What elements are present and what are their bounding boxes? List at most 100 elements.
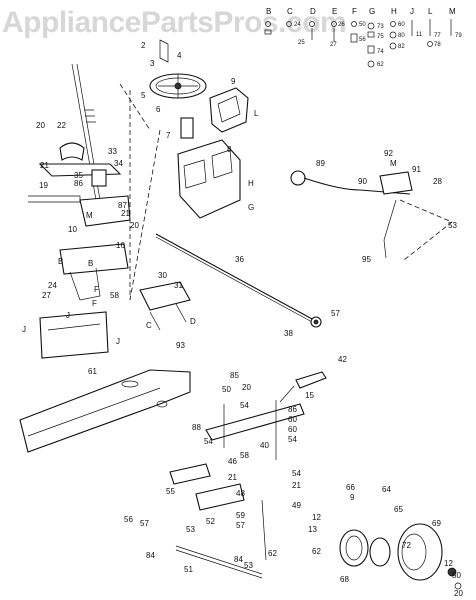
console-plate-slot: [217, 95, 241, 123]
dash-housing-openings: [183, 149, 233, 189]
steering-gear-disc: [339, 529, 369, 567]
callout-21a: 21: [40, 161, 49, 170]
steering-linkage: [169, 371, 327, 579]
legend-letter-b: B: [266, 7, 271, 16]
nut-icon: [309, 21, 315, 27]
axle-bracket: [195, 483, 245, 511]
callout-30: 30: [158, 271, 167, 280]
washer-icon: [367, 60, 375, 68]
callout-93: 93: [176, 341, 185, 350]
drag-link-rod: [155, 233, 315, 321]
callout-54d: 54: [292, 469, 301, 478]
legend-h-num-0: 60: [398, 22, 405, 28]
spacer-icon: [350, 33, 358, 43]
spindle-arm: [169, 463, 211, 485]
callout-84b: 84: [234, 555, 243, 564]
callout-53b: 53: [186, 525, 195, 534]
callout-b2: B: [88, 259, 93, 268]
callout-84a: 84: [146, 551, 155, 560]
frame-rail-body: [19, 369, 191, 453]
washer-icon: [389, 31, 397, 39]
callout-57b: 57: [140, 519, 149, 528]
tie-rod-link: [279, 385, 295, 403]
legend-col-g: G 73 75 74 62: [367, 7, 384, 68]
bolt-head-icon: [264, 29, 272, 35]
tie-rod-end: [295, 371, 327, 389]
legend-f-num-1: 56: [359, 37, 366, 43]
steering-assembly: [71, 39, 249, 301]
legend-letter-l: L: [428, 7, 433, 16]
callout-91: 91: [412, 165, 421, 174]
legend-col-c: C 24: [286, 7, 301, 28]
shift-bracket: [379, 171, 413, 195]
right-plate: [139, 281, 191, 331]
base-plate: [39, 311, 109, 359]
callout-g: G: [248, 203, 254, 212]
callout-51: 51: [184, 565, 193, 574]
callout-56a: 56: [124, 515, 133, 524]
callout-62b: 62: [268, 549, 277, 558]
callout-35: 35: [74, 171, 83, 180]
callout-59: 59: [236, 511, 245, 520]
legend-letter-f: F: [352, 7, 357, 16]
callout-9: 9: [231, 77, 236, 86]
callout-90: 90: [358, 177, 367, 186]
wheel-assembly: [339, 523, 462, 590]
callout-c: C: [146, 321, 152, 330]
callout-19: 19: [39, 181, 48, 190]
callouts: 2 4 3 5 6 7 9 L 8 H G 20 22 21 33 34 35 …: [22, 41, 463, 598]
callout-38: 38: [284, 329, 293, 338]
callout-3: 3: [150, 59, 155, 68]
rod-end-pin: [313, 319, 319, 325]
steering-gear-inner: [345, 535, 363, 561]
callout-49: 49: [292, 501, 301, 510]
callout-64: 64: [382, 485, 391, 494]
callout-20b: 20: [130, 221, 139, 230]
callout-j2: J: [66, 311, 70, 320]
pinion-block: [91, 169, 107, 187]
callout-58b: 58: [240, 451, 249, 460]
nut-icon: [390, 21, 396, 27]
support-leg: [69, 267, 101, 301]
callout-48: 48: [236, 489, 245, 498]
callout-72: 72: [402, 541, 411, 550]
callout-89: 89: [316, 159, 325, 168]
callout-60b: 60: [288, 425, 297, 434]
callout-d: D: [190, 317, 196, 326]
callout-52: 52: [206, 517, 215, 526]
frame-rail-edge: [27, 387, 161, 437]
callout-7: 7: [166, 131, 171, 140]
callout-87: 87: [118, 201, 127, 210]
legend-h-num-2: 82: [398, 44, 405, 50]
steering-arm: [205, 403, 305, 441]
legend-j-num-0: 11: [416, 32, 423, 38]
callout-27: 27: [42, 291, 51, 300]
callout-h: H: [248, 179, 254, 188]
callout-57a: 57: [331, 309, 340, 318]
legend-col-b: B: [264, 7, 272, 35]
callout-21d: 21: [292, 481, 301, 490]
callout-66: 66: [346, 483, 355, 492]
callout-22: 22: [57, 121, 66, 130]
steering-cap: [159, 39, 169, 63]
shift-knob: [290, 170, 306, 186]
washer-icon: [286, 21, 292, 27]
callout-68: 68: [340, 575, 349, 584]
lock-washer-icon: [389, 42, 397, 50]
legend-l-num-0: 77: [434, 33, 441, 39]
pivot-bar: [28, 195, 81, 203]
callout-f1: F: [94, 285, 99, 294]
callout-l: L: [254, 109, 259, 118]
steering-hub: [174, 82, 182, 90]
legend-col-j: J 11: [410, 7, 423, 38]
frame-hole: [121, 380, 139, 388]
callout-m2: M: [390, 159, 397, 168]
legend-g-num-2: 74: [377, 49, 384, 55]
steering-bushing: [180, 117, 194, 139]
plate-ref-lines: [149, 303, 187, 331]
nut-icon: [351, 21, 357, 27]
callout-20c: 20: [242, 383, 251, 392]
drag-link-rod-edge: [155, 236, 315, 324]
axle-rod-edge: [175, 549, 263, 579]
